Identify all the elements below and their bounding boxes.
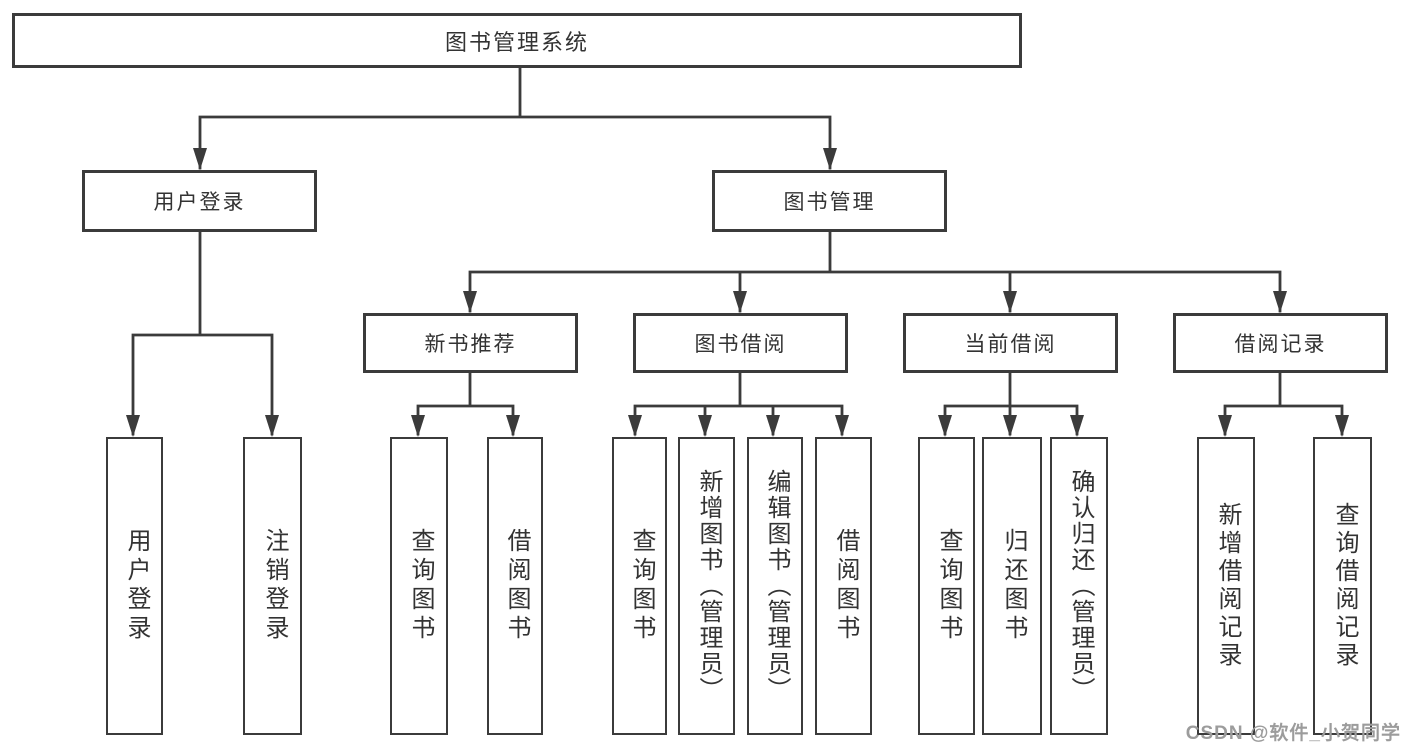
node-new-books: 新书推荐 <box>363 313 578 373</box>
leaf-borrow-query: 查询图书 <box>612 437 667 735</box>
leaf-records-query: 查询借阅记录 <box>1313 437 1372 735</box>
leaf-current-return: 归还图书 <box>982 437 1042 735</box>
csdn-watermark: CSDN @软件_小贺同学 <box>1185 723 1401 744</box>
leaf-borrow-edit-admin: 编辑图书（管理员） <box>747 437 803 735</box>
leaf-current-query: 查询图书 <box>918 437 975 735</box>
node-book-borrow: 图书借阅 <box>633 313 848 373</box>
leaf-records-add: 新增借阅记录 <box>1197 437 1255 735</box>
node-current-borrow: 当前借阅 <box>903 313 1118 373</box>
leaf-current-confirm-admin: 确认归还（管理员） <box>1050 437 1108 735</box>
node-borrow-records: 借阅记录 <box>1173 313 1388 373</box>
node-root: 图书管理系统 <box>12 13 1022 68</box>
arrowheads <box>126 148 1349 437</box>
leaf-newbooks-query: 查询图书 <box>390 437 448 735</box>
node-user-login: 用户登录 <box>82 170 317 232</box>
leaf-logout: 注销登录 <box>243 437 302 735</box>
node-book-mgmt: 图书管理 <box>712 170 947 232</box>
leaf-user-login: 用户登录 <box>106 437 163 735</box>
leaf-borrow-add-admin: 新增图书（管理员） <box>678 437 735 735</box>
leaf-newbooks-borrow: 借阅图书 <box>487 437 543 735</box>
leaf-borrow-borrow: 借阅图书 <box>815 437 872 735</box>
